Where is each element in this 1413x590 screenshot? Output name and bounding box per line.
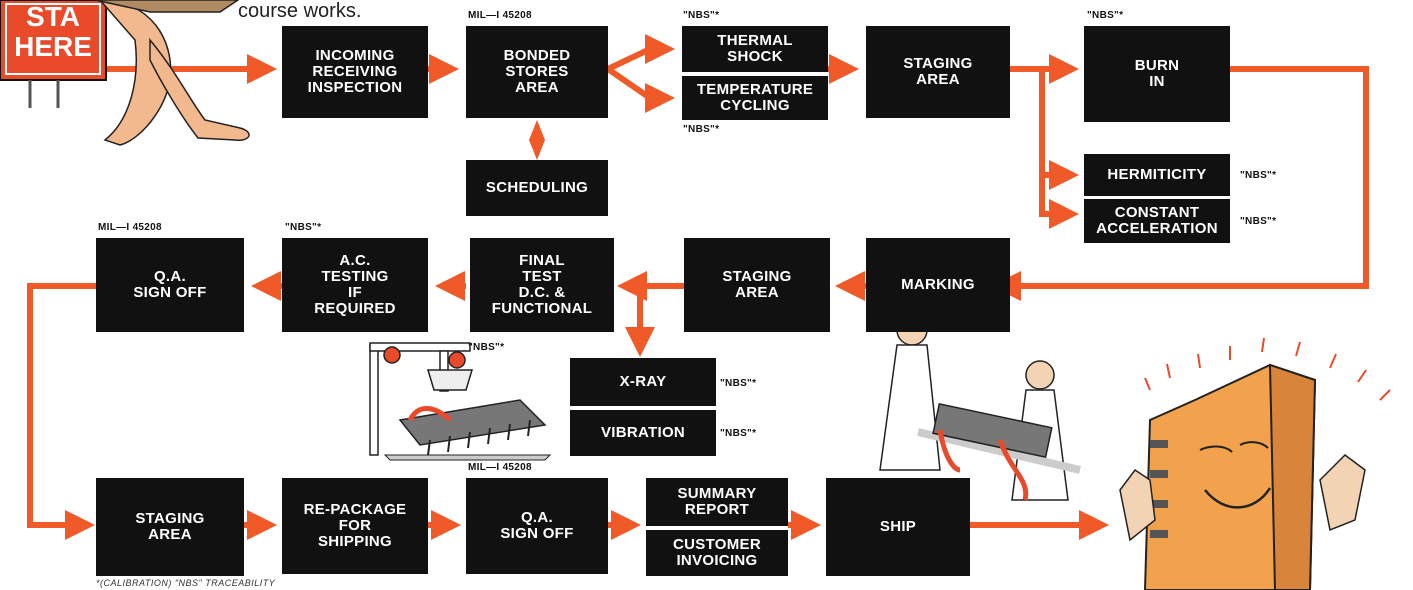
xray-machine-illustration: [370, 343, 550, 460]
arrow-qa1-to-staging3: [30, 286, 96, 525]
sign-text: STA HERE: [8, 2, 98, 62]
caption-mil-bonded: MIL—I 45208: [468, 10, 532, 21]
caption-nbs-hermeticity: "NBS"*: [1240, 170, 1276, 181]
scheduling-box: SCHEDULING: [466, 160, 608, 216]
intro-text: course works.: [238, 0, 361, 23]
ship-box: SHIP: [826, 478, 970, 576]
re-package-box: RE-PACKAGE FOR SHIPPING: [282, 478, 428, 574]
arrow-staging-branch: [1042, 69, 1070, 214]
bonded-stores-area-box: BONDED STORES AREA: [466, 26, 608, 118]
caption-nbs-accel: "NBS"*: [1240, 216, 1276, 227]
scheduling-connector: [529, 120, 545, 160]
caption-nbs-final: "NBS"*: [468, 342, 504, 353]
incoming-receiving-inspection-box: INCOMING RECEIVING INSPECTION: [282, 26, 428, 118]
caption-nbs-burnin: "NBS"*: [1087, 10, 1123, 21]
sign-line-1: STA: [8, 2, 98, 32]
final-test-box: FINAL TEST D.C. & FUNCTIONAL: [470, 238, 614, 332]
caption-nbs-thermal: "NBS"*: [683, 10, 719, 21]
caption-nbs-ac: "NBS"*: [285, 222, 321, 233]
stretcher-carriers-illustration: [880, 315, 1080, 500]
thermal-shock-box: THERMAL SHOCK: [682, 26, 828, 72]
sign-line-2: HERE: [8, 32, 98, 62]
constant-acceleration-box: CONSTANT ACCELERATION: [1084, 199, 1230, 243]
customer-invoicing-box: CUSTOMER INVOICING: [646, 530, 788, 576]
marking-box: MARKING: [866, 238, 1010, 332]
happy-chip-illustration: [1120, 338, 1390, 590]
caption-mil-qa2: MIL—I 45208: [468, 462, 532, 473]
staging-area-2-box: STAGING AREA: [684, 238, 830, 332]
staging-area-3-box: STAGING AREA: [96, 478, 244, 576]
hermeticity-box: HERMITICITY: [1084, 154, 1230, 196]
summary-report-box: SUMMARY REPORT: [646, 478, 788, 526]
qa-sign-off-2-box: Q.A. SIGN OFF: [466, 478, 608, 574]
qa-sign-off-1-box: Q.A. SIGN OFF: [96, 238, 244, 332]
caption-nbs-vibration: "NBS"*: [720, 428, 756, 439]
arrow-bonded-to-thermal: [608, 49, 666, 69]
xray-box: X-RAY: [570, 358, 716, 406]
caption-nbs-temp: "NBS"*: [683, 124, 719, 135]
caption-nbs-xray: "NBS"*: [720, 378, 756, 389]
staging-area-1-box: STAGING AREA: [866, 26, 1010, 118]
footnote: *(CALIBRATION) "NBS" TRACEABILITY: [96, 578, 275, 588]
temperature-cycling-box: TEMPERATURE CYCLING: [682, 76, 828, 120]
burn-in-box: BURN IN: [1084, 26, 1230, 122]
caption-mil-qa1: MIL—I 45208: [98, 222, 162, 233]
vibration-box: VIBRATION: [570, 410, 716, 456]
ac-testing-box: A.C. TESTING IF REQUIRED: [282, 238, 428, 332]
arrow-bonded-to-tempcycle: [608, 69, 666, 98]
